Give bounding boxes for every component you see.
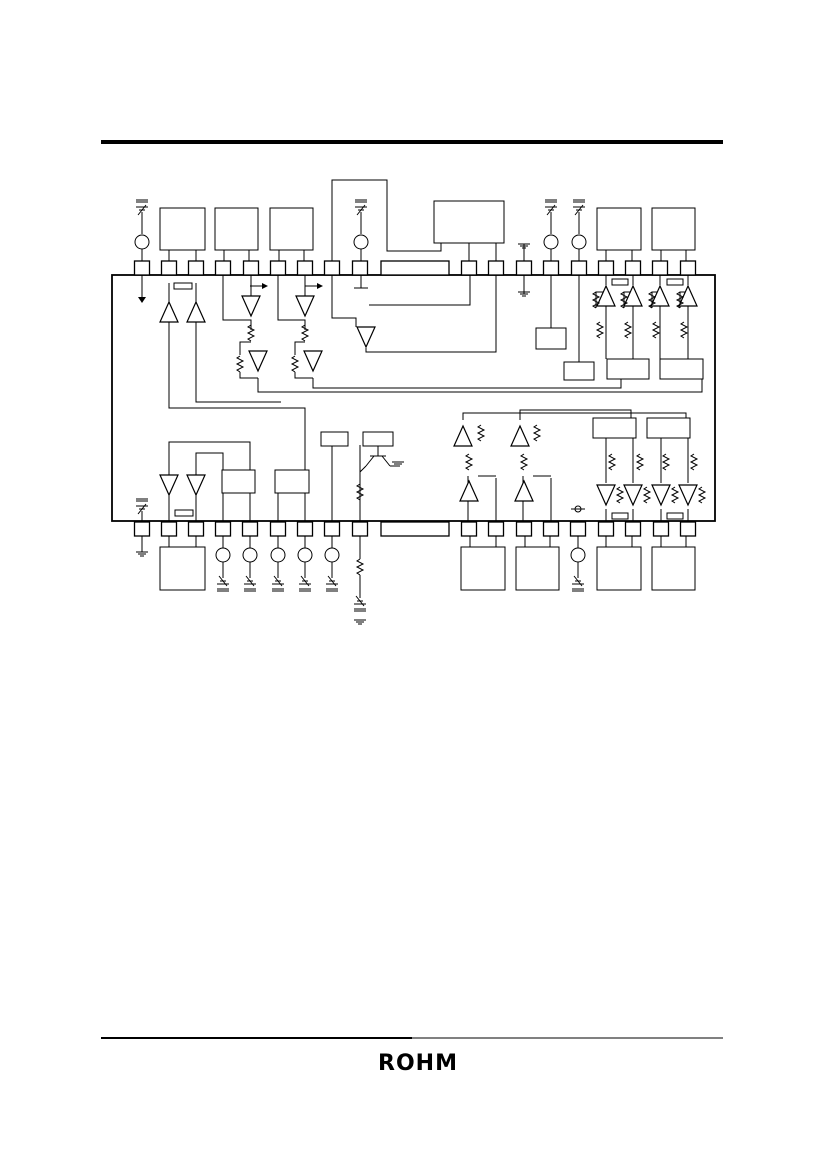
signal-source [134, 234, 150, 250]
supply-symbol [571, 575, 585, 592]
rohm-logo: ROHM [378, 1051, 458, 1076]
signal-source [543, 234, 559, 250]
signal-source [324, 547, 340, 563]
top-pin [570, 260, 588, 276]
bottom-pin [241, 521, 259, 537]
internal-blocks [221, 327, 704, 494]
signal-source [242, 547, 258, 563]
bottom-pin [624, 521, 642, 537]
external-block-bottom [596, 546, 642, 591]
top-pin [460, 260, 478, 276]
external-block-bottom [515, 546, 560, 591]
top-pin [515, 260, 533, 276]
bottom-pin [380, 521, 450, 537]
top-pin [380, 260, 450, 276]
bottom-pin [323, 521, 341, 537]
bottom-pin [652, 521, 670, 537]
header-rule [101, 140, 723, 144]
ground-symbol [353, 619, 367, 625]
signal-source [570, 547, 586, 563]
external-block-top [651, 207, 696, 251]
supply-symbol [216, 575, 230, 592]
supply-symbol [325, 575, 339, 592]
top-pin [351, 260, 369, 276]
signal-source [297, 547, 313, 563]
ic-body [111, 274, 716, 522]
top-pin [624, 260, 642, 276]
bottom-pin [296, 521, 314, 537]
ground-symbol [135, 551, 149, 557]
bottom-pin [269, 521, 287, 537]
top-pin [214, 260, 232, 276]
top-pin [269, 260, 287, 276]
signal-source [270, 547, 286, 563]
top-pin [187, 260, 205, 276]
top-pin [296, 260, 314, 276]
transistor [359, 446, 405, 482]
wire [331, 179, 442, 261]
external-block-bottom [651, 546, 696, 591]
bottom-pin [160, 521, 178, 537]
bottom-pin [515, 521, 533, 537]
top-pin [487, 260, 505, 276]
top-pin [160, 260, 178, 276]
bottom-pin [679, 521, 697, 537]
bottom-pin [187, 521, 205, 537]
external-block-top [269, 207, 314, 251]
bottom-pin [214, 521, 232, 537]
bottom-pin-row [133, 521, 697, 537]
marker [574, 505, 582, 513]
top-pin [133, 260, 151, 276]
bottom-pin [487, 521, 505, 537]
bottom-pin [597, 521, 615, 537]
bottom-pin [133, 521, 151, 537]
supply-symbol [271, 575, 285, 592]
supply-symbol [353, 595, 367, 612]
external-block-bottom [159, 546, 206, 591]
top-pin [323, 260, 341, 276]
top-pin-row [133, 260, 697, 276]
bottom-pin [542, 521, 560, 537]
signal-source [571, 234, 587, 250]
top-pin [242, 260, 260, 276]
external-block-bottom [460, 546, 506, 591]
external-block-top [214, 207, 259, 251]
external-block-top [596, 207, 642, 251]
supply-symbol [243, 575, 257, 592]
supply-symbol [298, 575, 312, 592]
top-pin [651, 260, 669, 276]
logo-text: ROHM [378, 1051, 458, 1076]
top-pin [679, 260, 697, 276]
signal-source [353, 234, 369, 250]
signal-source [215, 547, 231, 563]
bottom-pin [569, 521, 587, 537]
external-block-top [159, 207, 206, 251]
top-pin [542, 260, 560, 276]
top-pin [597, 260, 615, 276]
bottom-pin [460, 521, 478, 537]
bottom-pin [351, 521, 369, 537]
external-block-top-large [433, 200, 505, 244]
